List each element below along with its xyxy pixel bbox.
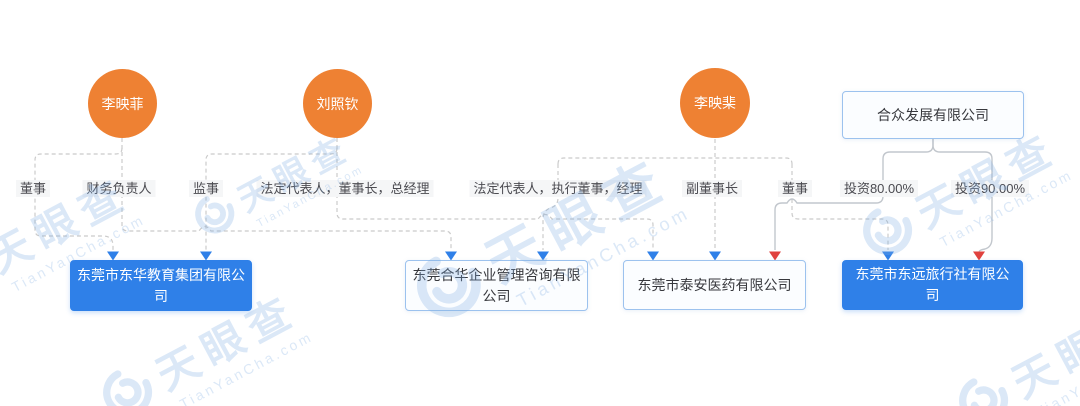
role-label: 董事 bbox=[15, 180, 51, 197]
person-node-liyingfei[interactable]: 李映菲 bbox=[88, 69, 157, 138]
arrowhead-icon bbox=[200, 251, 212, 261]
company-node-donghua[interactable]: 东莞市东华教育集团有限公司 bbox=[70, 260, 252, 311]
company-name: 东莞市东华教育集团有限公司 bbox=[77, 266, 245, 304]
arrowhead-icon bbox=[647, 251, 659, 261]
invest-label: 投资80.00% bbox=[839, 180, 919, 197]
person-name: 刘照钦 bbox=[316, 95, 359, 112]
role-label: 法定代表人，董事长，总经理 bbox=[256, 180, 434, 197]
company-node-hehua[interactable]: 东莞合华企业管理咨询有限公司 bbox=[405, 260, 588, 311]
edge-liyingfei-caiwu bbox=[121, 138, 452, 250]
invest-arrowhead-icon bbox=[769, 251, 781, 261]
person-name: 李映菲 bbox=[101, 95, 144, 112]
invest-arrowhead-icon bbox=[973, 251, 985, 261]
edge-invest-80 bbox=[774, 139, 934, 250]
invest-label: 投资90.00% bbox=[950, 180, 1030, 197]
edge-liuzhaoqin-jianshi bbox=[205, 147, 338, 250]
arrowhead-icon bbox=[537, 251, 549, 261]
edge-liuzhaoqin-fading bbox=[336, 138, 654, 250]
company-node-dongyuan[interactable]: 东莞市东远旅行社有限公司 bbox=[842, 260, 1023, 310]
company-name: 合众发展有限公司 bbox=[877, 106, 989, 123]
person-node-liyingfei2[interactable]: 李映棐 bbox=[680, 68, 750, 138]
edge-invest-90 bbox=[932, 139, 993, 253]
edge-liyingfei2-fading bbox=[542, 164, 559, 250]
role-label: 法定代表人，执行董事，经理 bbox=[469, 180, 647, 197]
arrowhead-icon bbox=[107, 251, 119, 261]
edge-liyingfei-dongshi bbox=[34, 147, 123, 250]
edge-liyingfei2-dongshi bbox=[791, 164, 889, 250]
edge-liyingfei2-splitter bbox=[557, 157, 793, 165]
company-name: 东莞市东远旅行社有限公司 bbox=[855, 266, 1010, 303]
person-name: 李映棐 bbox=[694, 95, 736, 111]
role-label: 监事 bbox=[188, 180, 224, 197]
company-node-taian[interactable]: 东莞市泰安医药有限公司 bbox=[623, 260, 806, 310]
arrowhead-icon bbox=[445, 251, 457, 261]
company-name: 东莞合华企业管理咨询有限公司 bbox=[412, 266, 581, 304]
company-name: 东莞市泰安医药有限公司 bbox=[637, 276, 792, 293]
person-node-liuzhaoqin[interactable]: 刘照钦 bbox=[303, 69, 372, 138]
role-label: 副董事长 bbox=[681, 180, 743, 197]
arrowhead-icon bbox=[709, 251, 721, 261]
arrowhead-icon bbox=[882, 251, 894, 261]
role-label: 财务负责人 bbox=[82, 180, 156, 197]
role-label: 董事 bbox=[777, 180, 813, 197]
root-company-node[interactable]: 合众发展有限公司 bbox=[842, 91, 1024, 139]
